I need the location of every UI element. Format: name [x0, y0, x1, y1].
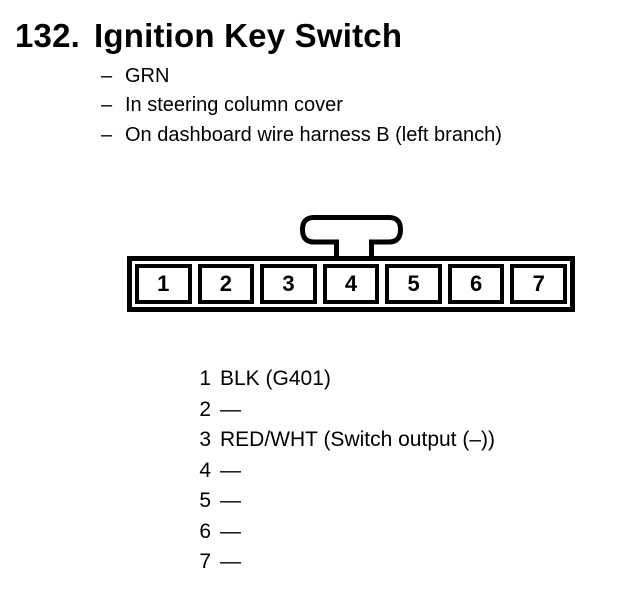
pin-row-2: 2—: [198, 395, 495, 426]
cavity-number: 1: [157, 271, 170, 296]
note-location: –In steering column cover: [101, 91, 502, 120]
pin-number: 3: [199, 428, 211, 451]
note-harness: –On dashboard wire harness B (left branc…: [101, 121, 502, 150]
pin-row-6: 6—: [198, 517, 495, 548]
connector-cavity-4: 4: [322, 264, 380, 304]
connector-cavity-1: 1: [135, 264, 192, 304]
dash-bullet: –: [101, 123, 113, 146]
pin-label: —: [220, 550, 241, 573]
pin-label: —: [220, 397, 241, 421]
pin-row-1: 1 BLK (G401): [198, 364, 495, 395]
connector-latch-icon: [299, 215, 404, 260]
notes-list: –GRN –In steering column cover –On dashb…: [101, 62, 502, 150]
cavity-number: 6: [470, 271, 483, 296]
connector-cavity-2: 2: [197, 264, 255, 304]
connector-cavity-3: 3: [260, 264, 317, 304]
pin-label: —: [220, 458, 241, 482]
pin-number: 5: [199, 489, 211, 512]
note-text: On dashboard wire harness B (left branch…: [125, 123, 502, 146]
connector-body: 1 2 3 4 5 6 7: [127, 256, 575, 312]
pin-number: 2: [199, 397, 211, 421]
pin-row-3: 3 RED/WHT (Switch output (–)): [198, 425, 495, 456]
connector-cavity-7: 7: [510, 264, 568, 304]
cavity-number: 4: [344, 271, 358, 296]
page-title: 132. Ignition Key Switch: [15, 17, 402, 55]
cavity-number: 5: [407, 271, 420, 296]
pin-row-7: 7—: [198, 547, 495, 578]
dash-bullet: –: [101, 94, 113, 117]
pin-label: —: [220, 489, 241, 512]
pin-label: RED/WHT (Switch output (–)): [220, 428, 495, 451]
connector-cavity-5: 5: [385, 264, 442, 304]
pin-number: 7: [199, 550, 211, 573]
note-color: –GRN: [101, 62, 502, 91]
cavity-number: 2: [219, 271, 232, 296]
pin-label: BLK (G401): [220, 367, 331, 390]
section-title: Ignition Key Switch: [94, 17, 403, 54]
pin-number: 4: [199, 458, 211, 482]
note-text: In steering column cover: [125, 94, 343, 117]
pin-number: 6: [199, 519, 211, 543]
pin-row-5: 5—: [198, 486, 495, 517]
cavity-number: 7: [532, 271, 545, 296]
pin-label: —: [220, 519, 241, 543]
pin-number: 1: [199, 367, 211, 390]
connector-cavity-6: 6: [447, 264, 505, 304]
section-number: 132.: [15, 17, 81, 54]
dash-bullet: –: [101, 65, 113, 87]
pin-row-4: 4—: [198, 456, 495, 487]
note-text: GRN: [125, 65, 170, 87]
cavity-number: 3: [282, 271, 295, 296]
